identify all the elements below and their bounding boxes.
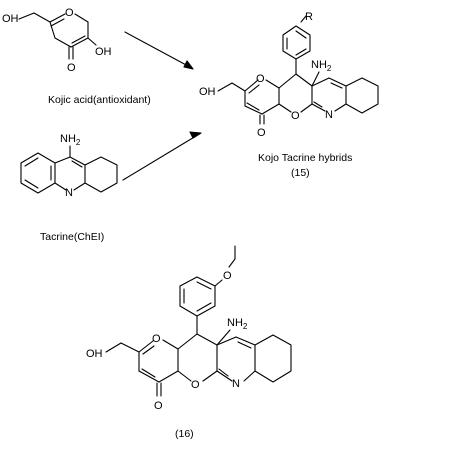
compound-16-carbonyl-o-label: O (154, 400, 163, 412)
kojic-ring-o-label: O (65, 7, 74, 19)
hybrids-title: Kojo Tacrine hybrids (258, 152, 352, 164)
compound-15-ring-o-label: O (256, 73, 265, 85)
compound-16-oh-label: OH (86, 348, 103, 360)
tacrine-n-label: N (65, 187, 73, 199)
compound-15-bridge-o-label: O (291, 110, 300, 122)
kojic-carbonyl-o-label: O (67, 62, 76, 74)
methoxy-o-label: O (223, 270, 232, 282)
compound-15-n-label: N (325, 109, 333, 121)
compound-16-bridge-o-label: O (191, 379, 200, 391)
reaction-arrows (122, 31, 202, 181)
tacrine-structure: NH2 N (20, 133, 118, 199)
compound-15-oh-label: OH (199, 86, 216, 98)
kojic-acid-structure: OH O O OH (2, 7, 112, 74)
hybrids-number: (15) (291, 167, 310, 179)
compound-16-number: (16) (175, 428, 194, 440)
compound-15-nh2-label: NH2 (311, 59, 332, 73)
tacrine-caption: Tacrine(ChEI) (40, 231, 104, 243)
compound-16-nh2-label: NH2 (227, 317, 248, 331)
kojic-oh-label: OH (2, 13, 19, 25)
compound-15-carbonyl-o-label: O (257, 127, 266, 139)
r-group-label: R (305, 11, 313, 23)
compound-16-structure: O OH O O O NH2 (86, 245, 292, 412)
compound-16-ring-o-label: O (152, 333, 161, 345)
tacrine-nh2-label: NH2 (60, 133, 81, 147)
kojic-enol-oh-label: OH (95, 46, 112, 58)
compound-16-n-label: N (232, 378, 240, 390)
compound-15-structure: R OH O O O NH2 N (199, 11, 379, 139)
kojic-acid-caption: Kojic acid(antioxidant) (48, 94, 151, 106)
